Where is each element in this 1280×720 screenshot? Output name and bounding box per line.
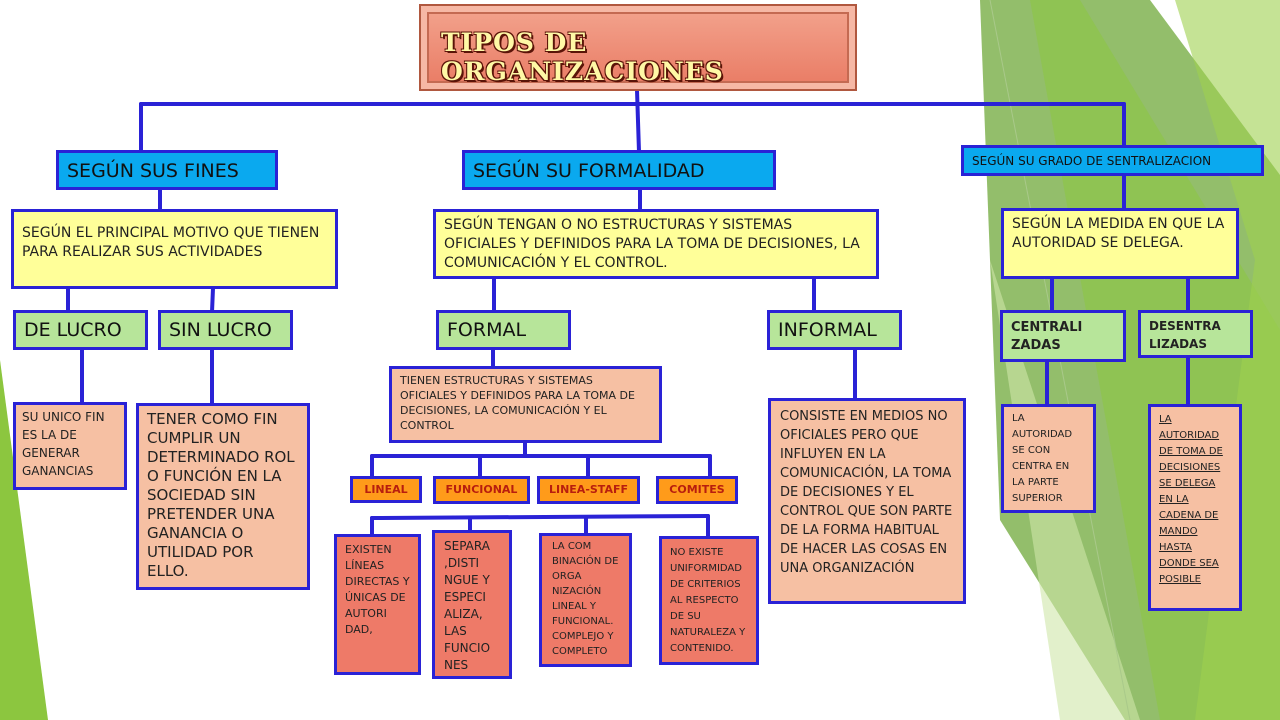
- desc-centralizadas-text: LA AUTORIDAD SE CON CENTRA EN LA PARTE S…: [1012, 413, 1073, 504]
- node-sin-lucro: SIN LUCRO: [158, 310, 293, 350]
- node-formal: FORMAL: [436, 310, 571, 350]
- criterion-centralizacion: SEGÚN LA MEDIDA EN QUE LA AUTORIDAD SE D…: [1001, 208, 1239, 279]
- title-text: TIPOS DE ORGANIZACIONES: [441, 28, 724, 86]
- desc-descentralizadas-text: LA AUTORIDAD DE TOMA DE DECISIONES SE DE…: [1159, 414, 1223, 585]
- node-formal-label: FORMAL: [447, 319, 527, 341]
- type-lineal-label: LINEAL: [364, 483, 408, 496]
- node-sin-lucro-label: SIN LUCRO: [169, 319, 272, 341]
- type-linea-staff: LINEA-STAFF: [537, 476, 640, 504]
- desc-lineal-text: EXISTEN LÍNEAS DIRECTAS Y ÚNICAS DE AUTO…: [345, 543, 410, 636]
- header-centralizacion: SEGÚN SU GRADO DE SENTRALIZACION: [961, 145, 1264, 176]
- criterion-formalidad: SEGÚN TENGAN O NO ESTRUCTURAS Y SISTEMAS…: [433, 209, 879, 279]
- type-comites-label: COMITES: [669, 483, 725, 496]
- desc-comites-text: NO EXISTE UNIFORMIDAD DE CRITERIOS AL RE…: [670, 547, 746, 654]
- desc-centralizadas: LA AUTORIDAD SE CON CENTRA EN LA PARTE S…: [1001, 404, 1096, 513]
- desc-sin-lucro: TENER COMO FIN CUMPLIR UN DETERMINADO RO…: [136, 403, 310, 590]
- desc-funcional: SEPARA ,DISTI NGUE Y ESPECI ALIZA, LAS F…: [432, 530, 512, 679]
- desc-linea-staff: LA COM BINACIÓN DE ORGA NIZACIÓN LINEAL …: [539, 533, 632, 667]
- header-fines-label: SEGÚN SUS FINES: [67, 160, 239, 182]
- node-de-lucro-label: DE LUCRO: [24, 319, 122, 341]
- criterion-fines: SEGÚN EL PRINCIPAL MOTIVO QUE TIENEN PAR…: [11, 209, 338, 289]
- desc-comites: NO EXISTE UNIFORMIDAD DE CRITERIOS AL RE…: [659, 536, 759, 665]
- header-centralizacion-label: SEGÚN SU GRADO DE SENTRALIZACION: [972, 154, 1212, 168]
- header-fines: SEGÚN SUS FINES: [56, 150, 278, 190]
- criterion-centralizacion-text: SEGÚN LA MEDIDA EN QUE LA AUTORIDAD SE D…: [1012, 216, 1225, 251]
- desc-sin-lucro-text: TENER COMO FIN CUMPLIR UN DETERMINADO RO…: [147, 410, 295, 580]
- desc-linea-staff-text: LA COM BINACIÓN DE ORGA NIZACIÓN LINEAL …: [552, 541, 619, 657]
- node-centralizadas: CENTRALI ZADAS: [1000, 310, 1126, 362]
- type-comites: COMITES: [656, 476, 738, 504]
- desc-lineal: EXISTEN LÍNEAS DIRECTAS Y ÚNICAS DE AUTO…: [334, 534, 421, 675]
- header-formalidad-label: SEGÚN SU FORMALIDAD: [473, 160, 705, 182]
- header-formalidad: SEGÚN SU FORMALIDAD: [462, 150, 776, 190]
- node-de-lucro: DE LUCRO: [13, 310, 148, 350]
- desc-formal-text: TIENEN ESTRUCTURAS Y SISTEMAS OFICIALES …: [400, 374, 635, 432]
- type-linea-staff-label: LINEA-STAFF: [548, 483, 628, 496]
- desc-informal: CONSISTE EN MEDIOS NO OFICIALES PERO QUE…: [768, 398, 966, 604]
- criterion-formalidad-text: SEGÚN TENGAN O NO ESTRUCTURAS Y SISTEMAS…: [444, 217, 860, 271]
- node-centralizadas-label: CENTRALI ZADAS: [1011, 320, 1083, 353]
- criterion-fines-text: SEGÚN EL PRINCIPAL MOTIVO QUE TIENEN PAR…: [22, 225, 320, 260]
- diagram-title: TIPOS DE ORGANIZACIONES: [419, 4, 857, 91]
- type-funcional-label: FUNCIONAL: [445, 483, 518, 496]
- desc-informal-text: CONSISTE EN MEDIOS NO OFICIALES PERO QUE…: [780, 409, 953, 576]
- node-informal-label: INFORMAL: [778, 319, 877, 341]
- desc-descentralizadas: LA AUTORIDAD DE TOMA DE DECISIONES SE DE…: [1148, 404, 1242, 611]
- type-funcional: FUNCIONAL: [433, 476, 530, 504]
- desc-de-lucro-text: SU UNICO FIN ES LA DE GENERAR GANANCIAS: [22, 410, 105, 478]
- desc-funcional-text: SEPARA ,DISTI NGUE Y ESPECI ALIZA, LAS F…: [444, 539, 491, 672]
- node-informal: INFORMAL: [767, 310, 902, 350]
- node-descentralizadas: DESENTRA LIZADAS: [1138, 310, 1253, 358]
- desc-formal: TIENEN ESTRUCTURAS Y SISTEMAS OFICIALES …: [389, 366, 662, 443]
- desc-de-lucro: SU UNICO FIN ES LA DE GENERAR GANANCIAS: [13, 402, 127, 490]
- node-descentralizadas-label: DESENTRA LIZADAS: [1149, 319, 1221, 351]
- type-lineal: LINEAL: [350, 476, 422, 503]
